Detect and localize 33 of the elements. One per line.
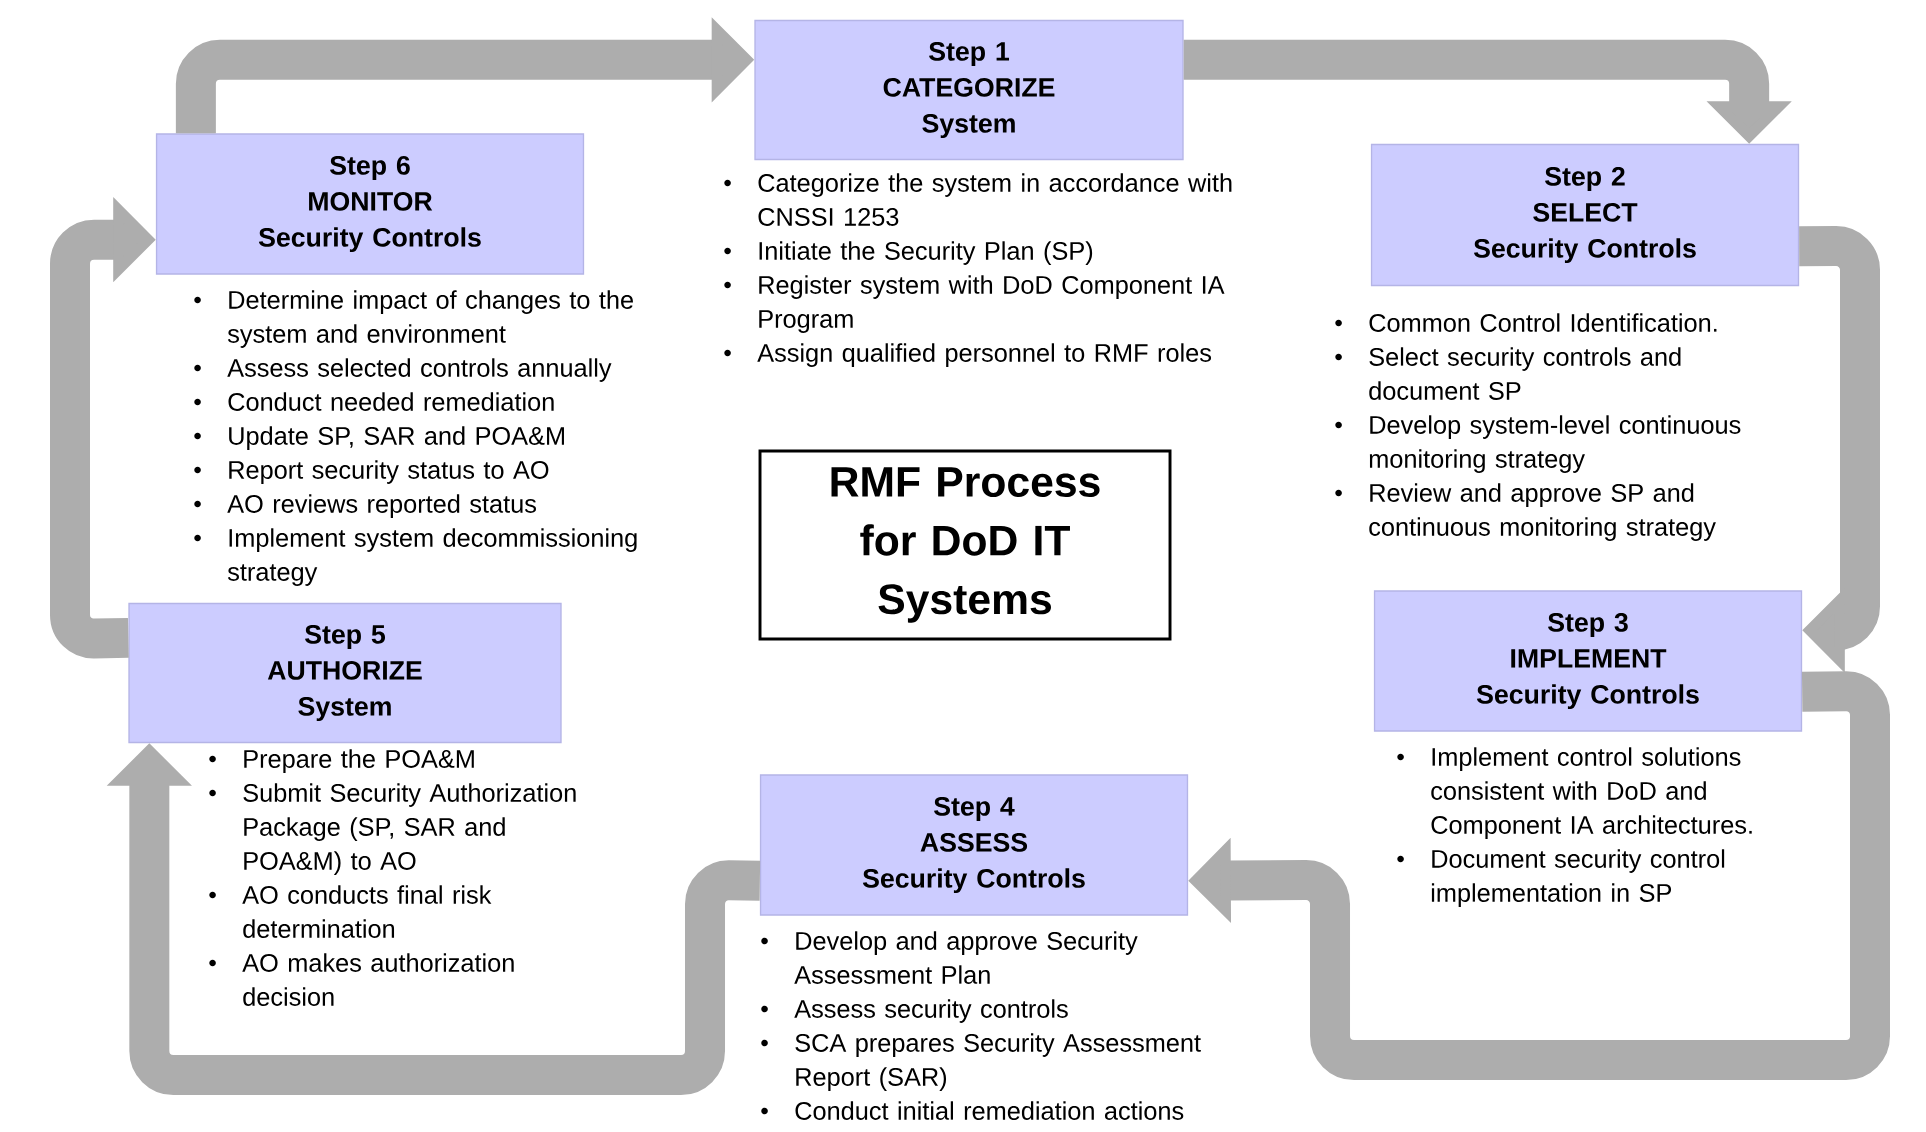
step-box: Step 4 ASSESS Security Controls: [759, 774, 1189, 916]
bullet-item: Document security control implementation in SP: [1397, 849, 1725, 907]
bullet-item: Categorize the system in accordance with CNSSI 1253: [724, 173, 1232, 226]
bullet-item: Implement system decommissioning strategy: [194, 528, 637, 586]
bullet-item: AO reviews reported status: [194, 494, 536, 518]
bullet-item: Review and approve SP and continuous monitoring strategy: [1335, 483, 1716, 541]
bullet-item: Conduct initial remediation actions: [761, 1101, 1184, 1120]
bullet-item: Submit Security Authorization Package (SP, SAR and POA&M) to AO: [209, 783, 576, 875]
bullet-item: Assign qualified personnel to RMF roles: [724, 343, 1211, 367]
bullet-item: Initiate the Security Plan (SP): [724, 241, 1093, 265]
bullet-item: Register system with DoD Component IA Program: [724, 275, 1225, 333]
bullet-item: Update SP, SAR and POA&M: [194, 426, 564, 450]
bullet-item: Assess selected controls annually: [194, 358, 612, 382]
bullet-item: SCA prepares Security Assessment Report (SAR): [761, 1033, 1201, 1091]
bullet-item: Conduct needed remediation: [194, 392, 554, 411]
bullet-item: Assess security controls: [761, 999, 1068, 1023]
bullet-item: Determine impact of changes to the system and environment: [194, 290, 633, 348]
bullet-item: Develop and approve Security Assessment Plan: [761, 931, 1138, 984]
bullet-item: Common Control Identification.: [1335, 313, 1717, 332]
bullet-item: Implement control solutions consistent with DoD and Component IA architectures.: [1397, 747, 1752, 839]
bullet-item: Report security status to AO: [194, 460, 549, 484]
step-box: Step 2 SELECT Security Controls: [1370, 143, 1800, 287]
step-box: Step 5 AUTHORIZE System: [128, 602, 562, 744]
step-box: Step 1 CATEGORIZE System: [754, 19, 1184, 161]
bullet-item: Prepare the POA&M: [209, 749, 474, 773]
bullet-item: Develop system-level continuous monitoring strategy: [1335, 415, 1741, 473]
step-box: Step 6 MONITOR Security Controls: [155, 133, 585, 275]
block-arrow: [1799, 226, 1880, 673]
step-box: Step 3 IMPLEMENT Security Controls: [1373, 590, 1803, 732]
title-box: RMF Process for DoD IT Systems: [758, 449, 1172, 641]
bullet-item: AO makes authorization decision: [209, 953, 514, 1006]
bullet-item: AO conducts final risk determination: [209, 885, 492, 938]
bullet-item: Select security controls and document SP: [1335, 347, 1681, 400]
